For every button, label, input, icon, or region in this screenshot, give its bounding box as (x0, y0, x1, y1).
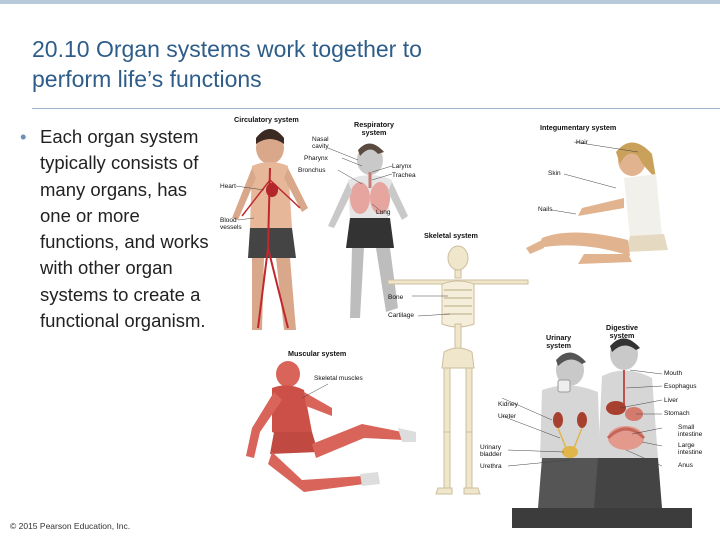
label-ureter: Ureter (498, 413, 516, 420)
skeletal-system-title: Skeletal system (424, 232, 478, 240)
bullet-text-part-2: typically consists of many organs, has o… (40, 152, 209, 331)
label-urethra: Urethra (480, 463, 502, 470)
circulatory-system-title: Circulatory system (234, 116, 299, 124)
bullet-dot-icon: • (20, 124, 26, 150)
digestive-system-title: Digestive system (606, 324, 638, 340)
label-bone: Bone (388, 294, 403, 301)
label-nasal-cavity-line-2: cavity (312, 143, 329, 150)
runner-circulatory-figure (232, 129, 308, 330)
slide-title-line-2: perform life’s functions (32, 64, 672, 94)
label-nasal-cavity-line-1: Nasal (312, 136, 329, 143)
label-mouth: Mouth (664, 370, 682, 377)
label-urinary-bladder: Urinary bladder (480, 444, 502, 458)
label-blood-vessels-line-2: vessels (220, 224, 242, 231)
slide-title-line-1: 20.10 Organ systems work together to (32, 34, 672, 64)
label-bronchus: Bronchus (298, 167, 325, 174)
label-small-intestine-line-2: intestine (678, 431, 702, 438)
label-blood-vessels: Blood vessels (220, 217, 242, 231)
top-accent-bar (0, 0, 720, 4)
label-urinary-bladder-line-2: bladder (480, 451, 502, 458)
copyright-notice: © 2015 Pearson Education, Inc. (10, 521, 130, 531)
label-stomach: Stomach (664, 410, 690, 417)
label-large-intestine-line-1: Large (678, 442, 702, 449)
label-large-intestine: Large intestine (678, 442, 702, 456)
label-lung: Lung (376, 209, 390, 216)
label-cartilage: Cartilage (388, 312, 414, 319)
label-large-intestine-line-2: intestine (678, 449, 702, 456)
urinary-title-line-2: system (546, 342, 571, 350)
label-heart: Heart (220, 183, 236, 190)
label-small-intestine-line-1: Small (678, 424, 702, 431)
label-skin: Skin (548, 170, 561, 177)
slide-title: 20.10 Organ systems work together to per… (32, 34, 672, 94)
muscular-system-title: Muscular system (288, 350, 346, 358)
urinary-digestive-figures (512, 338, 692, 528)
label-nasal-cavity: Nasal cavity (312, 136, 329, 150)
bullet-text: Each organ system typically consists of … (40, 124, 220, 334)
label-liver: Liver (664, 397, 678, 404)
urinary-system-title: Urinary system (546, 334, 571, 350)
respiratory-system-title: Respiratory system (354, 121, 394, 137)
label-kidney: Kidney (498, 401, 518, 408)
integumentary-figure (526, 142, 668, 264)
label-trachea: Trachea (392, 172, 416, 179)
label-small-intestine: Small intestine (678, 424, 702, 438)
digestive-title-line-2: system (606, 332, 638, 340)
label-urinary-bladder-line-1: Urinary (480, 444, 502, 451)
label-esophagus: Esophagus (664, 383, 697, 390)
respiratory-title-line-2: system (354, 129, 394, 137)
organ-systems-illustration (212, 108, 720, 540)
label-blood-vessels-line-1: Blood (220, 217, 242, 224)
label-larynx: Larynx (392, 163, 412, 170)
label-skeletal-muscles: Skeletal muscles (314, 375, 363, 382)
label-pharynx: Pharynx (304, 155, 328, 162)
bullet-text-part-1: Each (40, 126, 87, 147)
integumentary-system-title: Integumentary system (540, 124, 616, 132)
label-anus: Anus (678, 462, 693, 469)
label-hair: Hair (576, 139, 588, 146)
bullet-text-emphasis: organ system (87, 126, 198, 147)
organ-systems-figure: Circulatory system Respiratory system In… (212, 108, 720, 540)
label-nails: Nails (538, 206, 552, 213)
skeleton-figure (388, 246, 528, 494)
